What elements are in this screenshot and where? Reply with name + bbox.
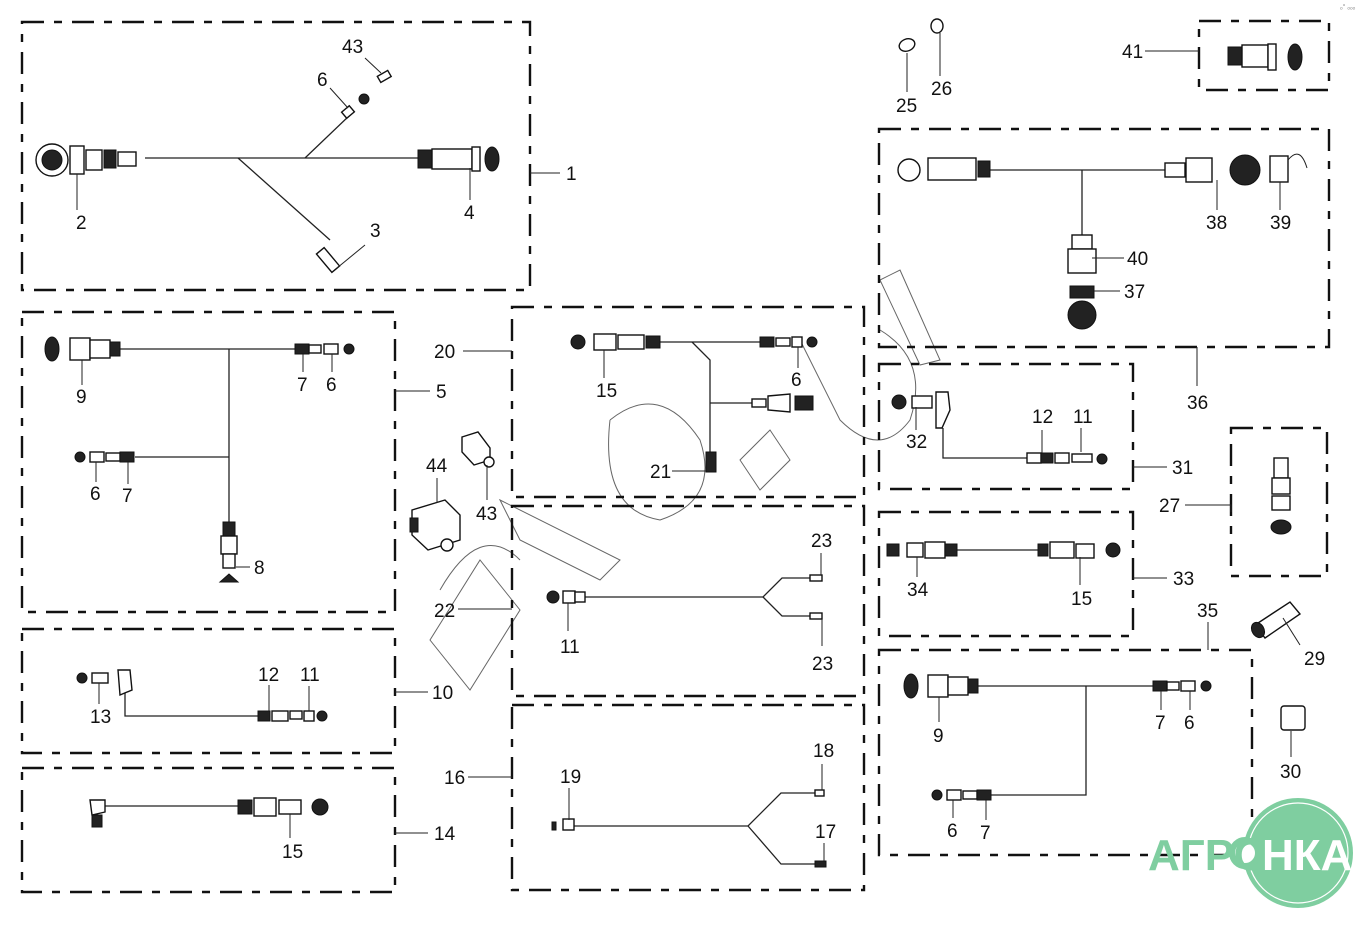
callout-34: 34 [907,580,929,601]
callout-6: 6 [947,821,958,842]
callout-7: 7 [297,375,308,396]
logo-text-left: АГРО [1148,831,1268,880]
callout-1: 1 [566,164,577,185]
callout-2: 2 [76,213,87,234]
callout-15: 15 [282,842,303,863]
callout-6: 6 [90,484,101,505]
sensor-8 [218,521,240,583]
callout-36: 36 [1187,393,1208,414]
callout-35: 35 [1197,601,1218,622]
assembly-20[interactable]: 20 15 6 21 [434,305,866,499]
callout-7: 7 [1155,713,1166,734]
callout-38: 38 [1206,213,1227,234]
callout-19: 19 [560,767,581,788]
callout-13: 13 [90,707,111,728]
callout-12: 12 [1032,407,1053,428]
assembly-41[interactable]: 41 [1122,19,1331,92]
callout-3: 3 [370,221,381,242]
callout-9: 9 [76,387,87,408]
callout-31: 31 [1172,458,1193,479]
assembly-33[interactable]: 34 15 33 [877,510,1194,638]
plug-25[interactable]: 25 [896,37,917,117]
callout-12: 12 [258,665,279,686]
callout-43: 43 [342,37,363,58]
callout-16: 16 [444,768,465,789]
module-44[interactable]: 44 [409,456,461,552]
callout-7: 7 [122,486,133,507]
callout-33: 33 [1173,569,1194,590]
callout-6: 6 [791,370,802,391]
connector-9 [44,336,121,362]
callout-4: 4 [464,203,475,224]
round-connector-2 [35,143,137,177]
brand-logo: АГРО НКА [1148,798,1353,908]
callout-30: 30 [1280,762,1301,783]
callout-6: 6 [1184,713,1195,734]
callout-11: 11 [560,637,580,658]
watermark [429,269,941,691]
assembly-1[interactable]: 1 2 3 4 6 43 [20,20,577,292]
callout-39: 39 [1270,213,1291,234]
callout-29: 29 [1304,649,1325,670]
callout-18: 18 [813,741,834,762]
callout-26: 26 [931,79,952,100]
callout-23: 23 [812,654,833,675]
callout-11: 11 [1073,407,1093,428]
assembly-22[interactable]: 22 11 23 23 [434,504,866,698]
callout-22: 22 [434,601,455,622]
connector-4 [417,146,500,172]
callout-5: 5 [436,382,447,403]
assembly-35[interactable]: 35 9 7 6 6 7 [877,601,1254,857]
assembly-5[interactable]: 5 9 7 6 6 7 8 [20,310,447,614]
connector-43[interactable]: 43 [461,431,497,525]
assembly-14[interactable]: 15 14 [20,766,456,894]
callout-43: 43 [476,504,497,525]
assembly-36[interactable]: 38 39 40 37 36 [877,127,1331,414]
callout-15: 15 [1071,589,1092,610]
callout-8: 8 [254,558,265,579]
callout-14: 14 [434,824,456,845]
assembly-27[interactable]: 27 [1159,426,1329,578]
seal-26[interactable]: 26 [930,18,952,100]
callout-37: 37 [1124,282,1145,303]
callout-10: 10 [432,683,453,704]
assembly-16[interactable]: 16 19 18 17 [444,703,866,892]
callout-32: 32 [906,432,927,453]
callout-41: 41 [1122,42,1143,63]
callout-27: 27 [1159,496,1180,517]
logo-text-right: НКА [1262,831,1352,880]
callout-6: 6 [317,70,328,91]
cap-30[interactable]: 30 [1280,705,1306,783]
callout-15: 15 [596,381,617,402]
callout-44: 44 [426,456,448,477]
assembly-31[interactable]: 12 11 32 31 [877,362,1193,491]
callout-40: 40 [1127,249,1148,270]
callout-7: 7 [980,823,991,844]
assembly-10[interactable]: 10 13 12 11 [20,627,453,755]
callout-9: 9 [933,726,944,747]
callout-21: 21 [650,462,671,483]
connector-29[interactable]: 29 [1249,601,1325,670]
connector-3 [315,246,341,274]
callout-6: 6 [326,375,337,396]
callout-17: 17 [815,822,836,843]
callout-23: 23 [811,531,832,552]
callout-25: 25 [896,96,917,117]
corner-mark: ₒ° ₒₒₒ [1340,3,1356,11]
callout-20: 20 [434,342,455,363]
callout-11: 11 [300,665,320,686]
